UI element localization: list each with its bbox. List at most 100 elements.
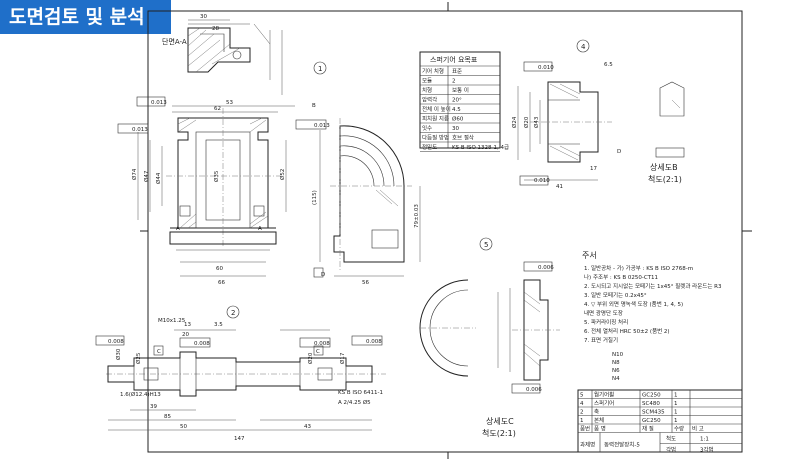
body-front-view [117,96,327,277]
dimension-label: 28 [212,26,219,32]
dimension-label: Ø30 [115,348,122,360]
geometric-tolerance: 0.008 [314,341,330,347]
dimension-label: Ø25 [135,352,142,364]
title-block-cell: 1 [674,418,678,424]
geometric-tolerance: 0.013 [151,100,167,106]
title-block-cell: 웜기어휠 [594,391,614,399]
dimension-label: 147 [234,436,245,442]
dimension-label: 56 [362,280,369,286]
notes-block: 주서1. 일반공차 - 가) 가공부 : KS B ISO 2768-m나) 주… [582,251,722,382]
section-marker: A [176,226,180,232]
dimension-label: 30 [200,14,207,20]
gear-table-key: 정밀도 [422,143,437,151]
title-block-cell: SC480 [642,401,660,407]
title-block-cell: 비 고 [692,425,704,433]
title-block-cell: 1 [674,401,678,407]
title-block-cell: GC250 [642,418,661,424]
scale-label: 척도 [666,435,676,443]
body-side-view [313,118,421,278]
dimension-label: 66 [218,280,225,286]
gear-table-value: 30 [452,126,459,132]
title-block-cell: 품번 [580,425,590,433]
dimension-label: 53 [226,100,233,106]
geometric-tolerance: 0.008 [366,339,382,345]
note-line: 4. ▽ 부위 외면 명녹색 도장 (품번 1, 4, 5) [584,300,683,308]
title-block-cell: 축 [594,408,599,416]
dimension-label: 85 [164,414,171,420]
gear-table-key: 다듬질 방법 [422,134,449,142]
gear-table-key: 잇수 [422,125,432,132]
dimension-label: 39 [150,404,157,410]
roughness-note: N8 [612,360,620,366]
geometric-tolerance: 0.006 [538,265,554,271]
note-line: 5. 파커라이징 처리 [584,318,628,326]
note-line: 나) 주조부 : KS B 0250-CT11 [584,273,658,281]
part-number-balloon: 4 [581,43,586,51]
roughness-note: N6 [612,368,620,374]
dimension-label: Ø52 [279,169,286,180]
part-number-balloon: 2 [231,309,235,317]
roughness-note: N10 [612,352,624,358]
geometric-tolerance: 0.010 [534,178,550,184]
note-line: 6. 전체 열처리 HRC 50±2 (품번 2) [584,327,670,335]
dimension-label: Ø47 [143,170,150,182]
note-line: 7. 표면 거칠기 [584,336,618,344]
section-aa-label: 단면A-A [162,37,187,46]
gear-table-title: 스퍼기어 요목표 [430,55,478,64]
angle-label: 각법 [666,446,676,454]
gear-table-value: 4.5 [452,107,461,113]
title-block-cell: 스퍼기어 [594,399,614,407]
section-aa-view: 단면A-A [162,19,283,95]
title-block-cell: GC250 [642,393,661,399]
dimension-label: Ø43 [533,116,540,128]
title-block-cell: 1 [580,418,584,424]
geometric-tolerance: 0.008 [194,341,210,347]
gear-table-key: 피치원 지름 [422,115,449,123]
section-badge: 도면검토 및 분석 [0,0,171,34]
gear-table-value: 보통 이 [452,86,469,94]
part-balloons [226,39,590,319]
title-block-cell: 1 [674,410,678,416]
title-block-cell: 재 질 [642,425,654,433]
gear-table-value: Ø60 [452,116,464,123]
geometric-tolerance: 0.006 [526,387,542,393]
dimension-label: 17 [590,166,597,172]
detail-b-scale: 척도(2:1) [648,175,682,184]
project-name: 동력전달장치-5 [604,441,640,449]
notes-title: 주서 [582,251,597,260]
dimension-label: Ø35 [213,170,220,182]
dimension-label: (115) [312,190,318,205]
title-block-cell: 4 [580,401,584,407]
dimension-label: 6.5 [604,62,613,68]
detail-c-view [419,261,560,394]
dimension-label: Ø20 [307,352,314,364]
note-line: 3. 일반 모떼기는 0.2x45° [584,291,647,299]
title-block-cell: 5 [580,393,584,399]
dimension-label: M10x1.25 [158,318,186,324]
gear-table-key: 모듈 [422,78,432,85]
scale-value: 1:1 [700,437,709,443]
gear-table-value: 2 [452,79,456,85]
spur-gear-view [517,61,685,186]
dimension-label: Ø20 [523,116,530,128]
dimension-label: Ø17 [339,352,346,364]
dimension-label: 79±0.03 [414,204,420,228]
dimension-label: 43 [304,424,311,430]
gear-table-value: 호브 절삭 [452,134,474,142]
section-marker: C [157,349,161,355]
gear-table-value: 20° [452,98,462,104]
gear-table-key: 압력각 [422,96,437,104]
dimension-label: A 2/4.25 Ø5 [338,399,371,406]
part-number-balloon: 1 [318,65,322,73]
dimension-label: 20 [182,332,189,338]
gear-table-key: 전체 이 높이 [422,105,451,113]
section-marker: C [316,349,320,355]
dimension-label: 60 [216,266,223,272]
dimension-label: 13 [184,322,191,328]
gear-table-key: 치형 [422,86,432,94]
angle-value: 3각법 [700,446,714,454]
